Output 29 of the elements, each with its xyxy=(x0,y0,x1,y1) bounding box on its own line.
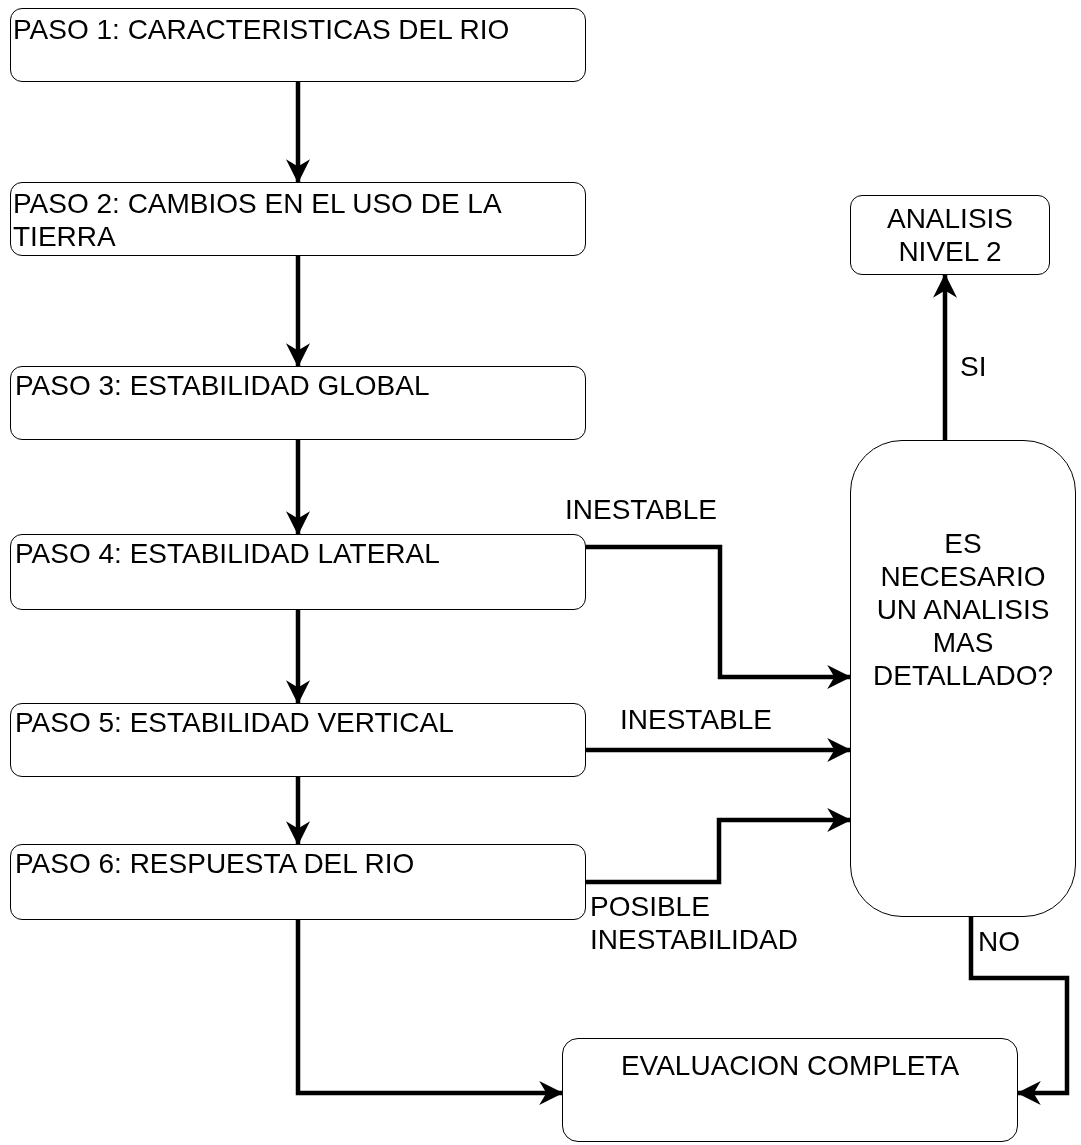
node-text: EVALUACION COMPLETA xyxy=(620,1049,960,1082)
process-box xyxy=(10,534,586,610)
process-box xyxy=(10,8,586,82)
process-box xyxy=(562,1038,1018,1142)
node-text: PASO 4: ESTABILIDAD LATERAL xyxy=(15,537,440,570)
arrow xyxy=(286,610,310,705)
process-box xyxy=(10,182,586,256)
arrow xyxy=(295,920,564,1105)
arrow xyxy=(286,256,310,368)
arrow xyxy=(286,777,310,846)
node-text: PASO 1: CARACTERISTICAS DEL RIO xyxy=(13,13,510,46)
process-box xyxy=(850,440,1076,917)
node-text: PASO 6: RESPUESTA DEL RIO xyxy=(15,847,415,880)
arrow xyxy=(586,544,852,689)
arrow xyxy=(968,917,1070,1105)
arrow xyxy=(586,808,852,885)
node-text: PASO 3: ESTABILIDAD GLOBAL xyxy=(15,369,430,402)
node-text: PASO 5: ESTABILIDAD VERTICAL xyxy=(15,706,454,739)
node-text: ANALISIS NIVEL 2 xyxy=(885,202,1015,268)
node-text: PASO 2: CAMBIOS EN EL USO DE LA TIERRA xyxy=(13,187,502,253)
arrow xyxy=(286,82,310,184)
arrow xyxy=(286,440,310,536)
arrow xyxy=(586,738,852,762)
process-box xyxy=(10,844,586,920)
process-box xyxy=(850,195,1050,275)
process-box xyxy=(10,366,586,440)
arrow xyxy=(933,273,957,440)
process-box xyxy=(10,703,586,777)
node-text: ES NECESARIO UN ANALISIS MAS DETALLADO? xyxy=(872,527,1054,692)
